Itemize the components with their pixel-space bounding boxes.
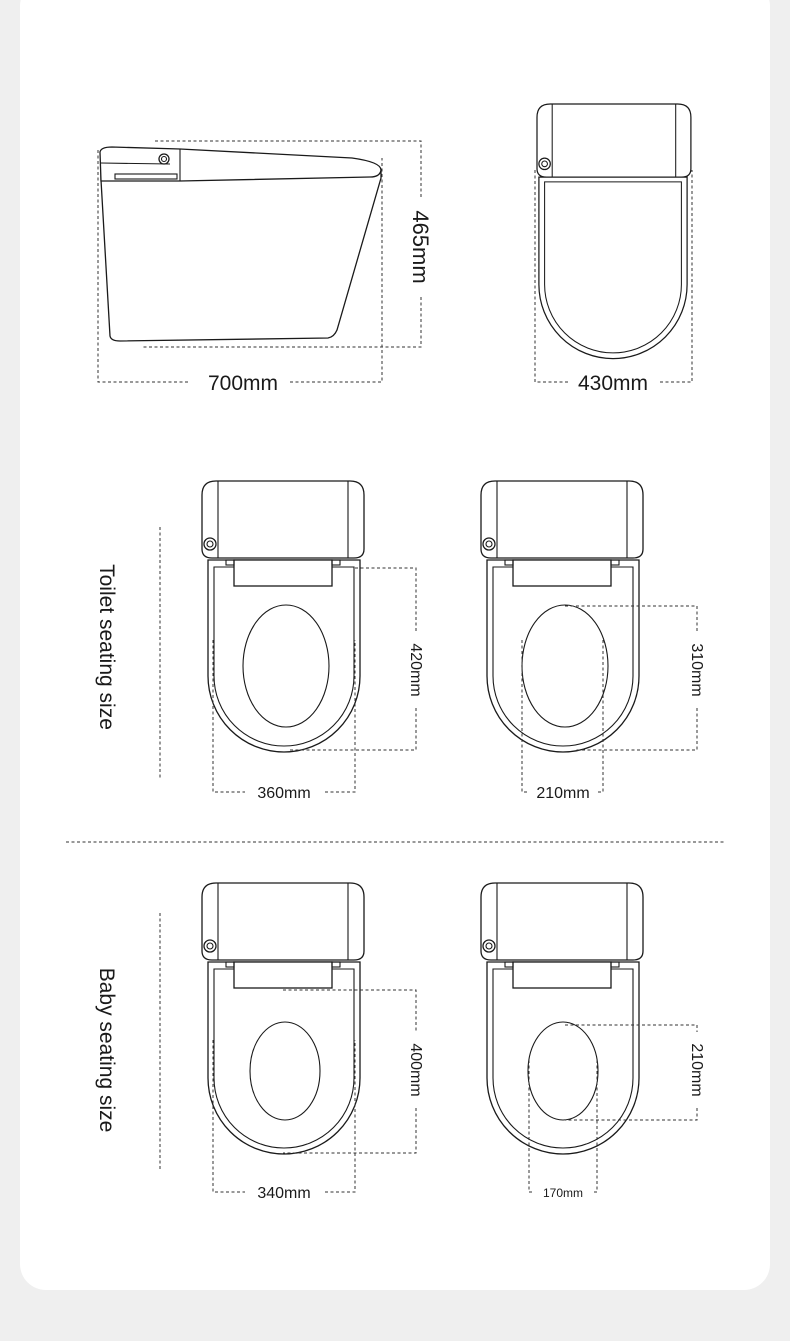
toilet-seat-outer-view xyxy=(201,480,365,753)
toilet-outer-width-label: 360mm xyxy=(257,785,310,802)
top-view-toilet xyxy=(536,103,692,360)
baby-outer-length-label: 400mm xyxy=(407,1043,424,1096)
baby-outer-length-dimension-line xyxy=(212,989,417,1193)
length-dimension-line xyxy=(97,150,383,383)
baby-seating-title: Baby seating size xyxy=(95,968,118,1133)
baby-hole-length-label: 210mm xyxy=(688,1043,705,1096)
toilet-seating-title: Toilet seating size xyxy=(95,564,118,730)
side-view-toilet xyxy=(99,146,382,342)
width-dimension-line xyxy=(534,170,693,383)
toilet-hole-length-label: 310mm xyxy=(688,643,705,696)
baby-hole-length-dimension-line xyxy=(528,1024,698,1193)
toilet-hole-width-label: 210mm xyxy=(536,785,589,802)
baby-seat-hole-view xyxy=(480,882,644,1155)
baby-hole-width-label: 170mm xyxy=(543,1186,583,1200)
outer-length-dimension-line xyxy=(212,567,417,793)
toilet-seat-hole-view xyxy=(480,480,644,753)
toilet-outer-length-label: 420mm xyxy=(407,643,424,696)
height-dimension-line xyxy=(141,140,422,348)
hole-length-dimension-line xyxy=(521,605,698,793)
baby-seat-outer-view xyxy=(201,882,365,1155)
height-label: 465mm xyxy=(408,210,433,283)
length-label: 700mm xyxy=(208,372,278,395)
baby-outer-width-label: 340mm xyxy=(257,1185,310,1202)
width-label: 430mm xyxy=(578,372,648,395)
